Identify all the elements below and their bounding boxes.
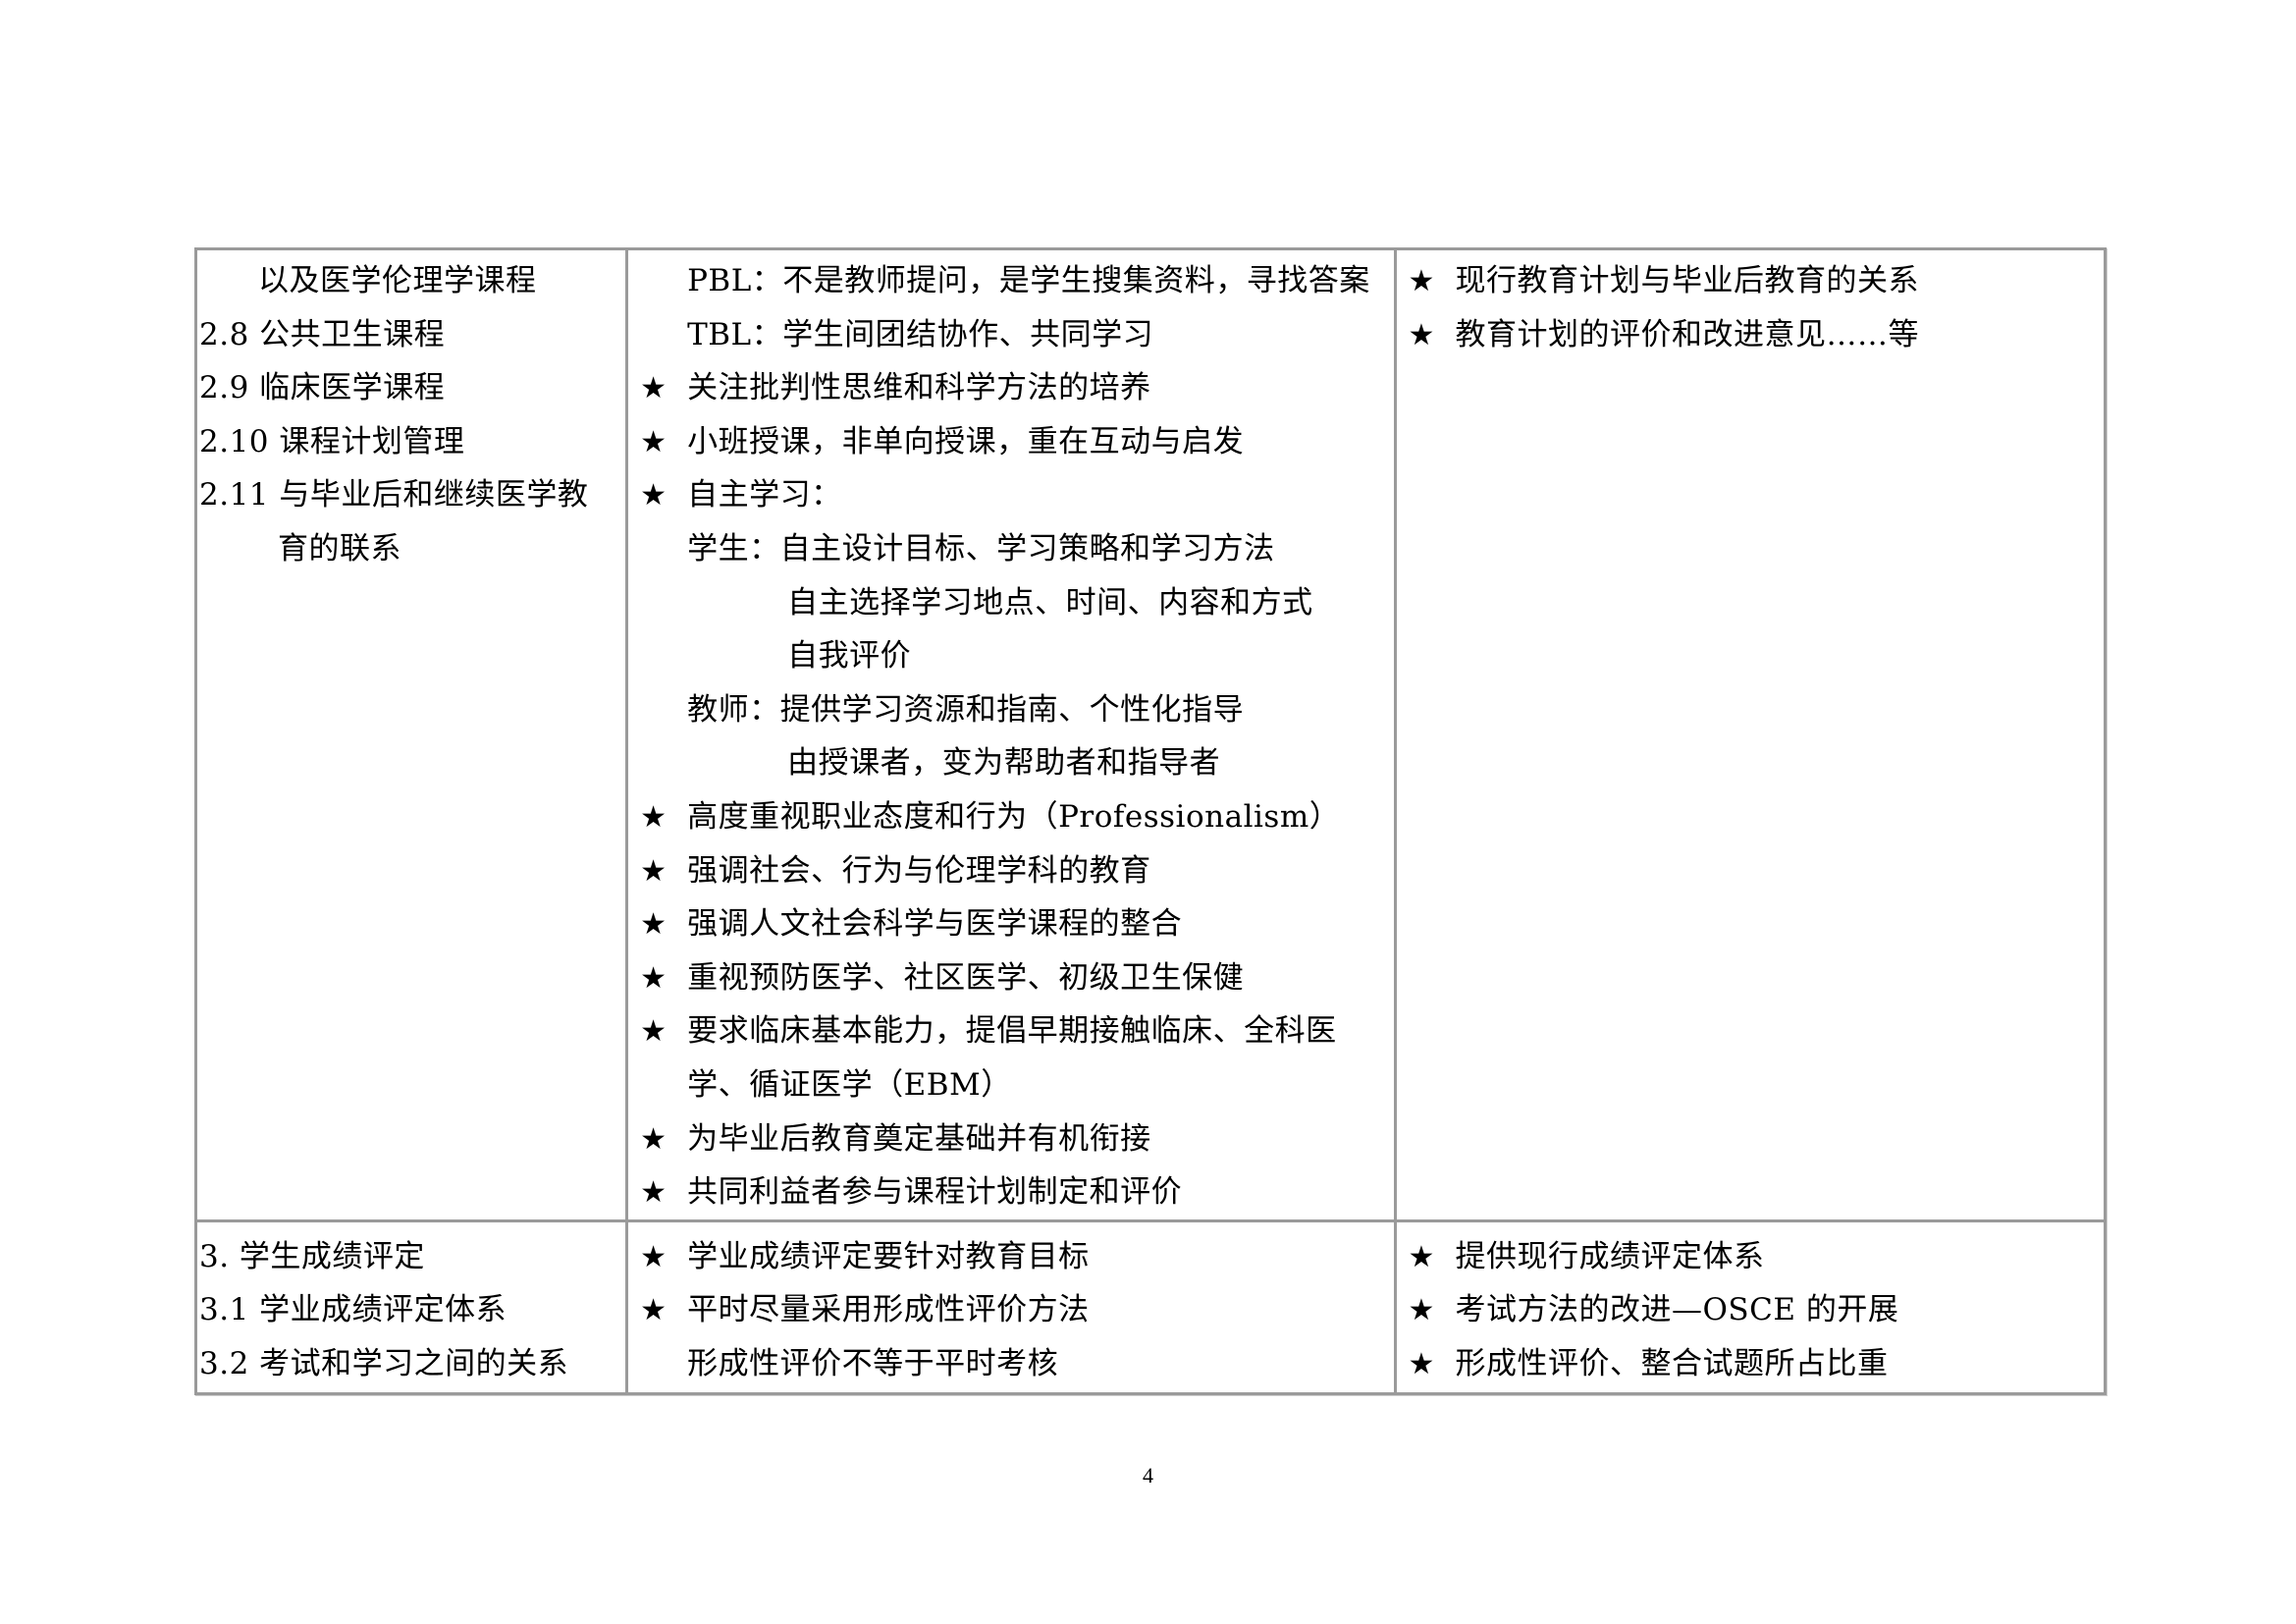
cell-line: 学生：自主设计目标、学习策略和学习方法 bbox=[687, 530, 1275, 567]
bullet-text: 学业成绩评定要针对教育目标 bbox=[687, 1238, 1090, 1274]
bullet-text: 高度重视职业态度和行为（Professionalism） bbox=[687, 798, 1341, 835]
table-row: 3. 学生成绩评定 3.1 学业成绩评定体系 3.2 考试和学习之间的关系 ★ 学… bbox=[197, 1221, 2105, 1393]
bullet-text: 考试方法的改进—OSCE 的开展 bbox=[1455, 1292, 1899, 1328]
cell-line: 2.11 与毕业后和继续医学教 bbox=[199, 477, 589, 514]
cell-line: 2.8 公共卫生课程 bbox=[199, 316, 446, 352]
star-bullet-icon: ★ bbox=[640, 1175, 667, 1211]
star-bullet-icon: ★ bbox=[640, 1239, 667, 1274]
star-bullet-icon: ★ bbox=[1408, 1239, 1435, 1274]
bullet-text: 强调人文社会科学与医学课程的整合 bbox=[687, 906, 1183, 943]
star-bullet-icon: ★ bbox=[1408, 1293, 1435, 1328]
cell-line: 2.10 课程计划管理 bbox=[199, 423, 465, 460]
bullet-line: ★ 高度重视职业态度和行为（Professionalism） bbox=[628, 790, 1393, 844]
bullet-line: ★ 要求临床基本能力，提倡早期接触临床、全科医 bbox=[628, 1004, 1393, 1058]
bullet-line: ★ 教育计划的评价和改进意见……等 bbox=[1397, 308, 2105, 362]
bullet-line: ★ 考试方法的改进—OSCE 的开展 bbox=[1397, 1283, 2105, 1337]
cell-line: 自主选择学习地点、时间、内容和方式 bbox=[787, 584, 1313, 621]
bullet-text: 提供现行成绩评定体系 bbox=[1455, 1238, 1765, 1274]
cell-line: 由授课者，变为帮助者和指导者 bbox=[787, 745, 1221, 782]
star-bullet-icon: ★ bbox=[640, 478, 667, 514]
table-cell: ★ 提供现行成绩评定体系 ★ 考试方法的改进—OSCE 的开展 ★ 形成性评价、整合试… bbox=[1397, 1222, 2105, 1393]
bullet-text: 平时尽量采用形成性评价方法 bbox=[687, 1292, 1090, 1328]
cell-line: 3. 学生成绩评定 bbox=[199, 1238, 425, 1274]
cell-line: 形成性评价不等于平时考核 bbox=[687, 1345, 1059, 1381]
bullet-text: 强调社会、行为与伦理学科的教育 bbox=[687, 852, 1151, 889]
star-bullet-icon: ★ bbox=[640, 853, 667, 889]
bullet-line: ★ 自主学习： bbox=[628, 468, 1393, 522]
table-cell: ★ 现行教育计划与毕业后教育的关系 ★ 教育计划的评价和改进意见……等 bbox=[1396, 250, 2105, 1222]
bullet-line: ★ 形成性评价、整合试题所占比重 bbox=[1397, 1337, 2105, 1391]
bullet-line: ★ 平时尽量采用形成性评价方法 bbox=[628, 1283, 1393, 1337]
star-bullet-icon: ★ bbox=[640, 1293, 667, 1328]
bullet-text: 自主学习： bbox=[687, 477, 842, 514]
page-number: 4 bbox=[1143, 1463, 1153, 1488]
bullet-line: ★ 强调人文社会科学与医学课程的整合 bbox=[628, 897, 1393, 951]
bullet-text: 要求临床基本能力，提倡早期接触临床、全科医 bbox=[687, 1013, 1337, 1050]
table-cell: PBL：不是教师提问，是学生搜集资料，寻找答案 TBL：学生间团结协作、共同学习… bbox=[628, 250, 1397, 1222]
bullet-text: 教育计划的评价和改进意见……等 bbox=[1455, 316, 1919, 352]
bullet-text: 关注批判性思维和科学方法的培养 bbox=[687, 370, 1151, 406]
table-row: 以及医学伦理学课程 2.8 公共卫生课程 2.9 临床医学课程 2.10 课程计… bbox=[197, 250, 2104, 1222]
cell-line: 以及医学伦理学课程 bbox=[258, 263, 537, 298]
star-bullet-icon: ★ bbox=[640, 799, 667, 835]
bullet-text: 现行教育计划与毕业后教育的关系 bbox=[1455, 263, 1919, 298]
cell-line: 自我评价 bbox=[787, 638, 912, 675]
bullet-line: ★ 关注批判性思维和科学方法的培养 bbox=[628, 361, 1393, 415]
bullet-line: ★ 小班授课，非单向授课，重在互动与启发 bbox=[628, 415, 1393, 469]
star-bullet-icon: ★ bbox=[1408, 1346, 1435, 1381]
curriculum-table: 以及医学伦理学课程 2.8 公共卫生课程 2.9 临床医学课程 2.10 课程计… bbox=[194, 247, 2107, 1396]
cell-line: PBL：不是教师提问，是学生搜集资料，寻找答案 bbox=[687, 263, 1370, 298]
bullet-text: 共同利益者参与课程计划制定和评价 bbox=[687, 1174, 1183, 1211]
table-cell: 以及医学伦理学课程 2.8 公共卫生课程 2.9 临床医学课程 2.10 课程计… bbox=[197, 250, 629, 1222]
table-cell: 3. 学生成绩评定 3.1 学业成绩评定体系 3.2 考试和学习之间的关系 bbox=[197, 1221, 629, 1393]
bullet-line: ★ 强调社会、行为与伦理学科的教育 bbox=[628, 844, 1393, 898]
bullet-text: 形成性评价、整合试题所占比重 bbox=[1455, 1345, 1889, 1381]
star-bullet-icon: ★ bbox=[640, 907, 667, 943]
star-bullet-icon: ★ bbox=[640, 1014, 667, 1050]
bullet-line: ★ 共同利益者参与课程计划制定和评价 bbox=[628, 1165, 1393, 1219]
table-cell: ★ 学业成绩评定要针对教育目标 ★ 平时尽量采用形成性评价方法 形成性评价不等于平时… bbox=[628, 1221, 1397, 1393]
cell-line: TBL：学生间团结协作、共同学习 bbox=[687, 316, 1154, 352]
cell-line: 教师：提供学习资源和指南、个性化指导 bbox=[687, 691, 1245, 728]
bullet-text: 重视预防医学、社区医学、初级卫生保健 bbox=[687, 959, 1245, 996]
star-bullet-icon: ★ bbox=[640, 1121, 667, 1157]
cell-line: 3.2 考试和学习之间的关系 bbox=[199, 1345, 569, 1381]
cell-line: 学、循证医学（EBM） bbox=[687, 1066, 1012, 1103]
cell-line: 2.9 临床医学课程 bbox=[199, 370, 446, 406]
bullet-line: ★ 学业成绩评定要针对教育目标 bbox=[628, 1230, 1393, 1284]
bullet-line: ★ 为毕业后教育奠定基础并有机衔接 bbox=[628, 1112, 1393, 1166]
star-bullet-icon: ★ bbox=[640, 424, 667, 460]
bullet-text: 小班授课，非单向授课，重在互动与启发 bbox=[687, 423, 1245, 460]
cell-line: 3.1 学业成绩评定体系 bbox=[199, 1292, 507, 1328]
star-bullet-icon: ★ bbox=[640, 960, 667, 996]
cell-line: 育的联系 bbox=[278, 530, 401, 567]
star-bullet-icon: ★ bbox=[1408, 264, 1435, 298]
star-bullet-icon: ★ bbox=[1408, 317, 1435, 352]
star-bullet-icon: ★ bbox=[640, 371, 667, 406]
bullet-text: 为毕业后教育奠定基础并有机衔接 bbox=[687, 1120, 1151, 1157]
bullet-line: ★ 提供现行成绩评定体系 bbox=[1397, 1230, 2105, 1284]
bullet-line: ★ 现行教育计划与毕业后教育的关系 bbox=[1397, 254, 2105, 308]
bullet-line: ★ 重视预防医学、社区医学、初级卫生保健 bbox=[628, 951, 1393, 1005]
